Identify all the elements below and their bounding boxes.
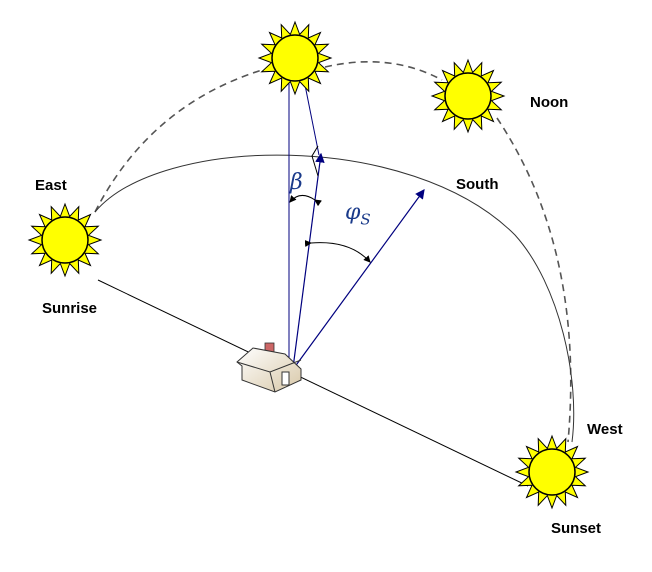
label-phi-s: φS <box>345 200 371 228</box>
phi-subscript: S <box>360 210 371 229</box>
house-icon <box>236 342 302 393</box>
label-east: East <box>35 177 67 194</box>
sun-ray-line <box>304 84 320 156</box>
sun-sunrise-icon <box>27 202 103 278</box>
east-west-line <box>97 279 529 487</box>
sun-noon-icon <box>430 58 506 134</box>
label-beta: β <box>290 170 303 195</box>
sun-top-icon <box>257 20 333 96</box>
sun-sunset-icon <box>514 434 590 510</box>
south-vector <box>293 189 425 369</box>
label-west: West <box>587 421 623 438</box>
beta-arc <box>289 195 322 207</box>
label-noon: Noon <box>530 94 569 111</box>
horizon-arc <box>94 154 575 443</box>
label-sunset: Sunset <box>551 520 602 537</box>
sun-path-dashed <box>94 60 572 443</box>
label-south: South <box>456 176 499 193</box>
label-sunrise: Sunrise <box>42 300 98 317</box>
phi-arc <box>304 239 371 263</box>
right-angle-mark <box>311 145 319 177</box>
phi-symbol: φ <box>345 200 361 225</box>
